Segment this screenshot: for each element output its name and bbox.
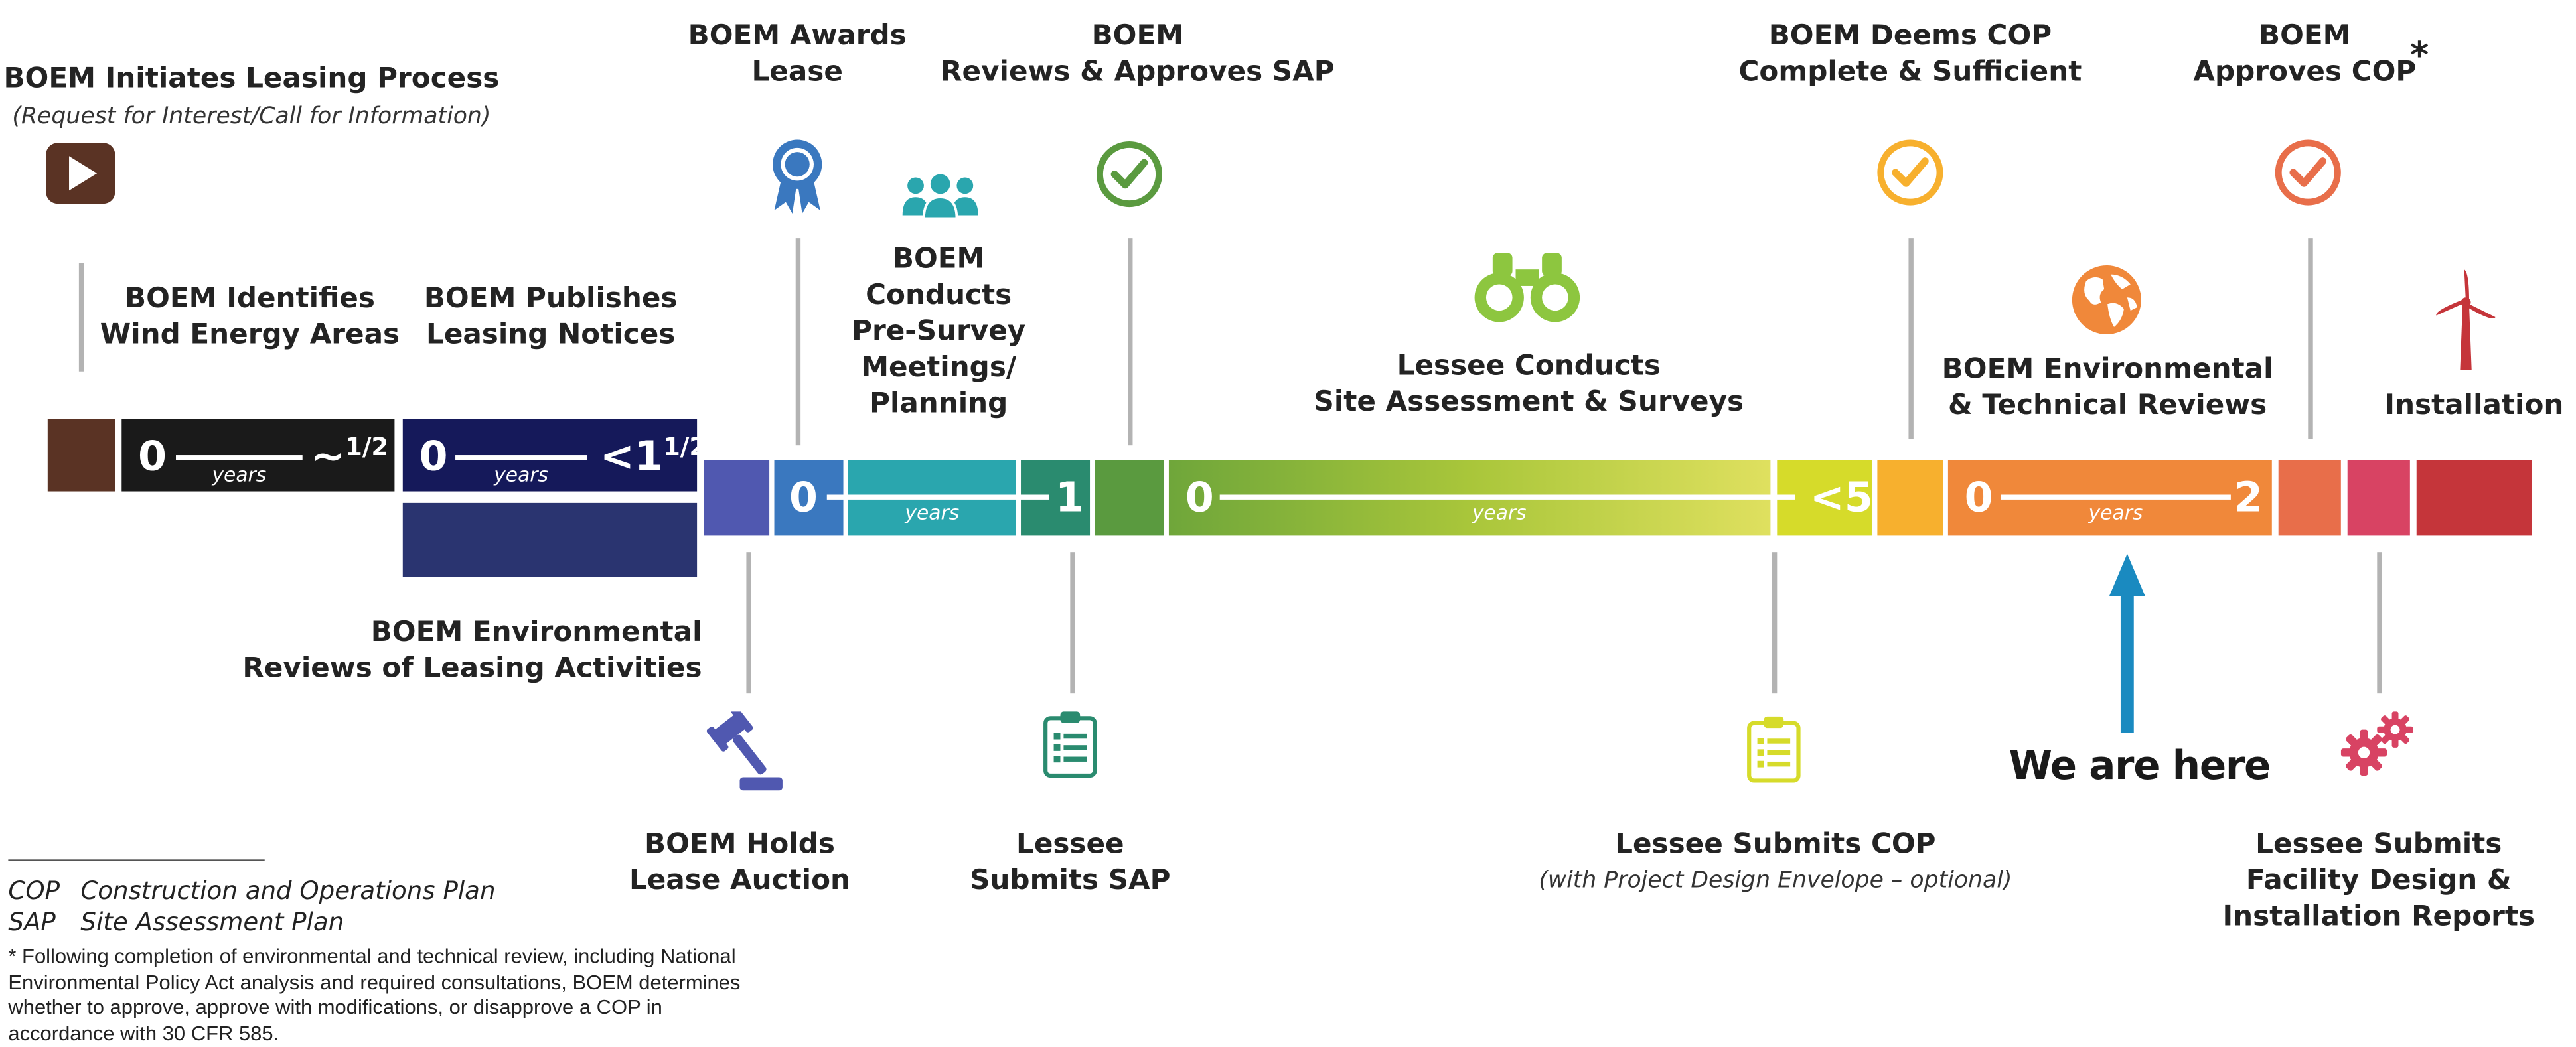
submits-sap-title-2: Submits SAP	[970, 864, 1171, 898]
connector-line	[1908, 238, 1913, 439]
publishes-title-2: Leasing Notices	[426, 318, 676, 352]
presurvey-title-4: Meetings/	[861, 352, 1017, 385]
submits-cop-subtitle: (with Project Design Envelope – optional…	[1539, 867, 2012, 894]
connector-line	[78, 263, 84, 372]
legend-divider	[8, 859, 265, 861]
timeline-segment-installation	[2416, 460, 2532, 536]
site-years-label: years	[1472, 501, 1527, 525]
connector-line	[1772, 552, 1777, 694]
up-arrow-icon	[2109, 553, 2146, 733]
timeline-segment-approve-cop	[2278, 460, 2341, 536]
presurvey-end-value: 1	[1055, 473, 1085, 522]
presurvey-title-5: Planning	[870, 387, 1008, 421]
env-leasing-title-2: Reviews of Leasing Activities	[242, 652, 702, 685]
wea-end-value: ~1/2	[311, 432, 389, 480]
auction-title-2: Lease Auction	[629, 864, 851, 898]
facility-title-3: Installation Reports	[2222, 900, 2536, 934]
notices-start-value: 0	[419, 432, 448, 480]
presurvey-start-value: 0	[789, 473, 818, 522]
wea-start-value: 0	[138, 432, 167, 480]
wea-years-label: years	[212, 463, 267, 487]
presurvey-title-3: Pre-Survey	[852, 315, 1026, 349]
timeline-segment-deem-cop	[1877, 460, 1943, 536]
identifies-title-2: Wind Energy Areas	[100, 318, 400, 352]
deems-cop-title-1: BOEM Deems COP	[1768, 19, 2052, 53]
awards-title-2: Lease	[751, 56, 843, 89]
check-circle-icon	[1876, 138, 1945, 207]
connector-line	[746, 552, 751, 694]
globe-icon	[2072, 265, 2142, 335]
we-are-here-label: We are here	[2008, 742, 2271, 789]
site-assessment-title-1: Lessee Conducts	[1397, 350, 1661, 384]
submits-sap-title-1: Lessee	[1016, 828, 1124, 861]
play-icon	[46, 143, 115, 204]
site-duration-line	[1219, 494, 1795, 499]
site-end-value: <5	[1809, 473, 1873, 522]
timeline-segment-initiate	[47, 419, 115, 492]
env-leasing-title-1: BOEM Environmental	[370, 616, 702, 650]
check-circle-icon	[1095, 140, 1164, 209]
auction-title-1: BOEM Holds	[644, 828, 836, 861]
env-years-label: years	[2088, 501, 2143, 525]
approves-cop-title-2: Approves COP	[2193, 56, 2417, 89]
presurvey-duration-line	[826, 494, 1049, 499]
connector-line	[2308, 238, 2312, 439]
notices-end-value: <11/2	[599, 432, 707, 480]
timeline-segment-approve-sap	[1095, 460, 1164, 536]
wind-turbine-icon	[2430, 266, 2502, 372]
deems-cop-title-2: Complete & Sufficient	[1738, 56, 2082, 89]
connector-line	[795, 238, 800, 446]
timeline-segment-env-leasing	[402, 502, 698, 577]
connector-line	[1070, 552, 1075, 694]
awards-title-1: BOEM Awards	[688, 19, 907, 53]
asterisk-mark: *	[2409, 36, 2429, 78]
submits-cop-title: Lessee Submits COP	[1615, 828, 1936, 861]
facility-title-2: Facility Design &	[2245, 864, 2512, 898]
env-duration-line	[2001, 494, 2231, 499]
facility-title-1: Lessee Submits	[2255, 828, 2502, 861]
env-tech-title-1: BOEM Environmental	[1941, 353, 2273, 387]
identifies-title-1: BOEM Identifies	[124, 282, 375, 316]
initiates-title: BOEM Initiates Leasing Process	[3, 62, 500, 96]
people-icon	[901, 173, 980, 222]
gavel-icon	[694, 707, 786, 794]
presurvey-title-2: Conducts	[866, 279, 1012, 313]
connector-line	[2377, 552, 2382, 694]
check-circle-icon	[2273, 138, 2342, 207]
wea-duration-line	[176, 455, 303, 460]
env-end-value: 2	[2234, 473, 2263, 522]
initiates-subtitle: (Request for Interest/Call for Informati…	[12, 104, 491, 130]
approves-cop-title-1: BOEM	[2259, 19, 2351, 53]
site-assessment-title-2: Site Assessment & Surveys	[1314, 386, 1744, 419]
clipboard-list-icon	[1746, 715, 1801, 784]
reviews-sap-title-1: BOEM	[1091, 19, 1184, 53]
binoculars-icon	[1473, 249, 1581, 325]
gears-icon	[2340, 710, 2417, 782]
reviews-sap-title-2: Reviews & Approves SAP	[941, 56, 1335, 89]
notices-duration-line	[455, 455, 587, 460]
award-ribbon-icon	[766, 135, 828, 217]
connector-line	[1128, 238, 1132, 446]
presurvey-years-label: years	[905, 501, 960, 525]
publishes-title-1: BOEM Publishes	[423, 282, 678, 316]
timeline-segment-auction	[704, 460, 770, 536]
timeline-segment-facility-reports	[2347, 460, 2410, 536]
presurvey-title-1: BOEM	[892, 243, 985, 277]
clipboard-list-icon	[1042, 710, 1098, 779]
notices-years-label: years	[494, 463, 549, 487]
env-start-value: 0	[1964, 473, 1993, 522]
installation-title: Installation	[2384, 389, 2564, 423]
site-start-value: 0	[1185, 473, 1214, 522]
env-tech-title-2: & Technical Reviews	[1948, 389, 2267, 423]
footnote: * Following completion of environmental …	[8, 945, 741, 1044]
